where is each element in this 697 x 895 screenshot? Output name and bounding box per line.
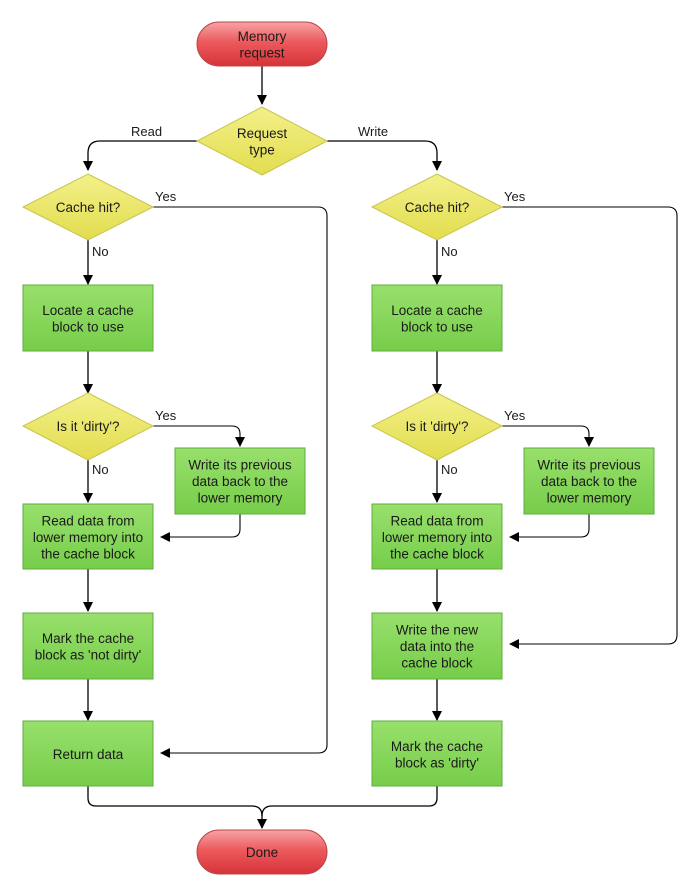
- edge-label-read-hit-yes: Yes: [155, 189, 177, 204]
- label-line: cache block: [401, 656, 473, 671]
- label-line: Request: [237, 126, 288, 141]
- read-return-process: Return data: [22, 720, 154, 787]
- label-line: Cache hit?: [405, 200, 470, 215]
- read-cache-hit-label: Cache hit?: [56, 200, 121, 215]
- done-terminal: Done: [196, 829, 328, 875]
- read-cache-hit-decision: Cache hit?: [21, 173, 155, 241]
- edge-label-write-dirty-no: No: [441, 462, 458, 477]
- label-line: lower memory: [198, 491, 283, 506]
- label-line: the cache block: [41, 547, 135, 562]
- edge-label-read-hit-no: No: [92, 244, 109, 259]
- edge-read-writeback-to-fetch: [160, 514, 241, 542]
- label-line: data back to the: [192, 474, 288, 489]
- edge-write-hit-yes: [502, 206, 678, 649]
- write-cache-hit-decision: Cache hit?: [370, 173, 504, 241]
- label-line: Is it 'dirty'?: [57, 419, 120, 434]
- edge-write-branch: [327, 140, 442, 171]
- label-line: block as 'dirty': [395, 755, 479, 770]
- label-line: Mark the cache: [391, 739, 483, 754]
- edge-read-to-done: [87, 786, 267, 829]
- label-line: block to use: [401, 319, 473, 334]
- label-line: Memory: [238, 29, 287, 44]
- read-return-label: Return data: [53, 747, 124, 762]
- label-line: lower memory: [547, 491, 632, 506]
- label-line: Done: [246, 845, 278, 860]
- label-line: data back to the: [541, 474, 637, 489]
- edge-label-write-dirty-yes: Yes: [504, 408, 526, 423]
- write-cache-hit-label: Cache hit?: [405, 200, 470, 215]
- label-line: Locate a cache: [42, 303, 134, 318]
- label-line: Cache hit?: [56, 200, 121, 215]
- edge-read-hit-yes: [153, 206, 328, 758]
- edge-label-read: Read: [131, 124, 162, 139]
- edge-label-write: Write: [358, 124, 388, 139]
- edges: [83, 66, 678, 829]
- edge-read-branch: [83, 140, 197, 171]
- label-line: Locate a cache: [391, 303, 483, 318]
- label-line: Read data from: [390, 514, 483, 529]
- done-terminal-label: Done: [246, 845, 278, 860]
- read-dirty-decision: Is it 'dirty'?: [21, 392, 155, 461]
- label-line: Write the new: [396, 623, 479, 638]
- label-line: request: [239, 45, 284, 60]
- read-dirty-label: Is it 'dirty'?: [57, 419, 120, 434]
- write-dirty-decision: Is it 'dirty'?: [370, 392, 504, 461]
- edge-labels: Read Write Yes No Yes No Yes No Yes No: [92, 124, 526, 477]
- label-line: Mark the cache: [42, 631, 134, 646]
- label-line: Read data from: [41, 514, 134, 529]
- label-line: Return data: [53, 747, 124, 762]
- edge-read-dirty-yes: [153, 425, 245, 447]
- edge-label-read-dirty-no: No: [92, 462, 109, 477]
- label-line: block to use: [52, 319, 124, 334]
- edge-label-write-hit-no: No: [441, 244, 458, 259]
- label-line: type: [249, 142, 275, 157]
- label-line: Write its previous: [188, 458, 292, 473]
- label-line: block as 'not dirty': [35, 647, 141, 662]
- label-line: lower memory into: [33, 530, 143, 545]
- label-line: data into the: [400, 639, 474, 654]
- edge-write-writeback-to-fetch: [509, 514, 590, 542]
- label-line: lower memory into: [382, 530, 492, 545]
- edge-write-to-done: [261, 786, 438, 817]
- label-line: Is it 'dirty'?: [406, 419, 469, 434]
- edge-label-write-hit-yes: Yes: [504, 189, 526, 204]
- label-line: Write its previous: [537, 458, 641, 473]
- edge-label-read-dirty-yes: Yes: [155, 408, 177, 423]
- edge-write-dirty-yes: [502, 425, 594, 447]
- write-dirty-label: Is it 'dirty'?: [406, 419, 469, 434]
- label-line: the cache block: [390, 547, 484, 562]
